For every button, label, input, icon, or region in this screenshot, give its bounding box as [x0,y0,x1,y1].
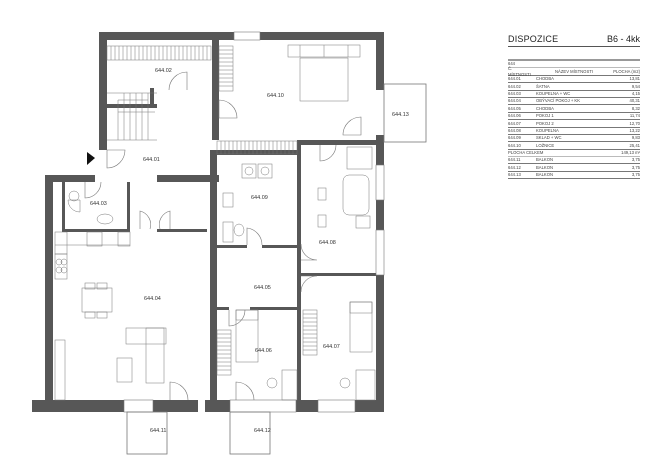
room-label-644-03: 644.03 [90,201,107,207]
room-label-644-06: 644.06 [255,348,272,354]
legend-title: DISPOZICE [508,34,559,44]
room-label-644-09: 644.09 [251,195,268,201]
group-row: 644 [508,61,640,69]
room-label-644-08: 644.08 [319,240,336,246]
room-label-644-05: 644.05 [254,285,271,291]
room-label-644-12: 644.12 [254,428,271,434]
balconies [126,83,427,455]
wardrobes [106,45,318,376]
room-label-644-04: 644.04 [144,296,161,302]
floor-plan: 644.02 644.01 644.10 644.13 644.03 644.0… [32,31,427,455]
col-number: Č. MÍSTNOSTI [508,66,531,77]
room-label-644-13: 644.13 [392,112,409,118]
windows [123,31,385,413]
room-label-644-11: 644.11 [150,428,166,434]
legend-header: DISPOZICE B6 - 4kk [508,34,640,47]
room-legend: DISPOZICE B6 - 4kk 644 Č. MÍSTNOSTI NÁZE… [508,34,640,180]
room-label-644-01: 644.01 [143,157,160,163]
furniture [54,44,376,401]
col-name: NÁZEV MÍSTNOSTI [555,68,593,74]
col-area: PLOCHA (m2) [613,68,640,74]
unit-code: B6 - 4kk [606,34,640,44]
walls [32,32,384,412]
stairs [107,92,157,141]
room-label-644-02: 644.02 [155,68,172,74]
entrance-arrow-icon [87,152,95,165]
room-label-644-07: 644.07 [323,344,340,350]
room-table: 644 Č. MÍSTNOSTI NÁZEV MÍSTNOSTI PLOCHA … [508,59,640,180]
room-label-644-10: 644.10 [267,93,284,99]
doors [84,71,362,401]
table-header: Č. MÍSTNOSTI NÁZEV MÍSTNOSTI PLOCHA (m2) [508,66,640,77]
room-labels: 644.02 644.01 644.10 644.13 644.03 644.0… [90,68,409,434]
